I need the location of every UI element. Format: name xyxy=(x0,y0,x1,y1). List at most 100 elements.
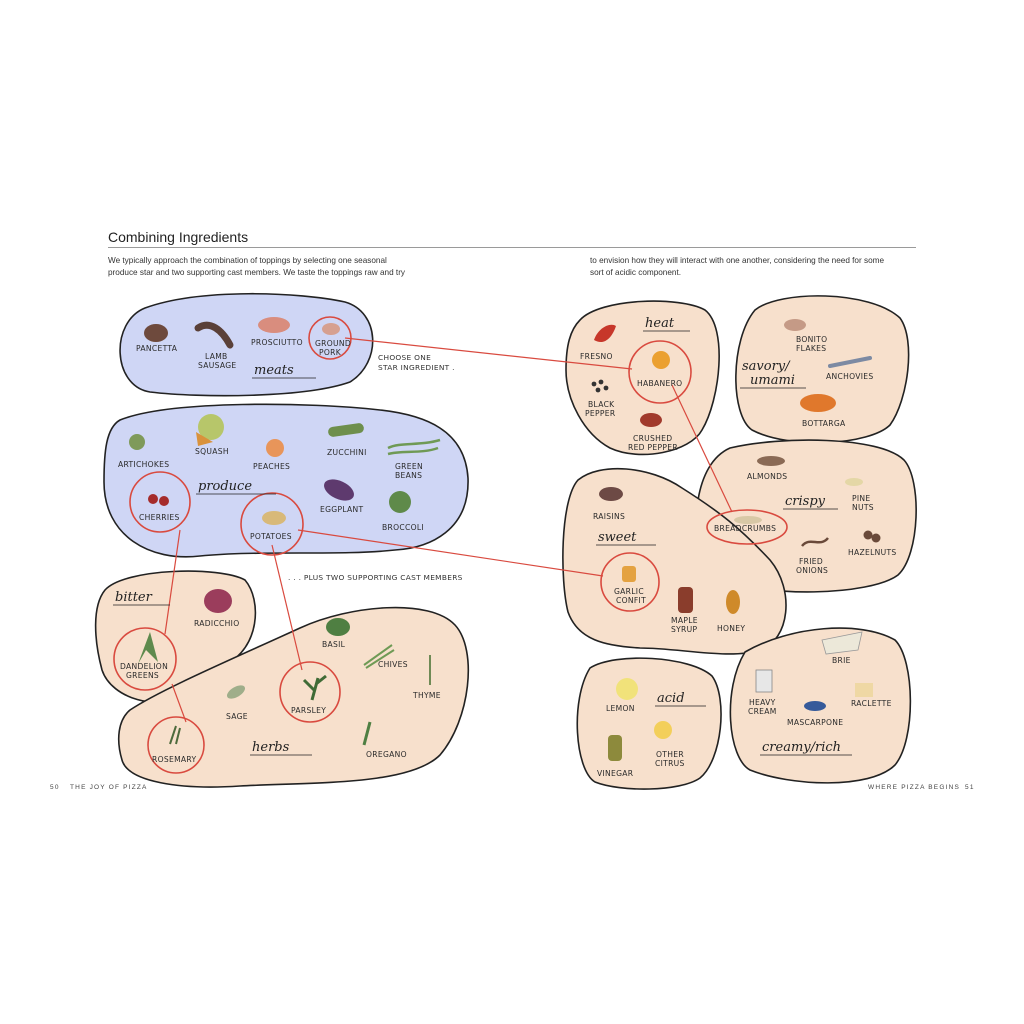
label-raclette: RACLETTE xyxy=(851,699,892,708)
label-fried-onions-1: FRIED xyxy=(799,557,823,566)
maple-syrup-icon xyxy=(678,587,693,613)
label-dandelion-2: GREENS xyxy=(126,671,159,680)
label-bottarga: BOTTARGA xyxy=(802,419,846,428)
label-eggplant: EGGPLANT xyxy=(320,505,364,514)
label-pancetta: PANCETTA xyxy=(136,344,178,353)
label-other-citrus-2: CITRUS xyxy=(655,759,685,768)
label-habanero: HABANERO xyxy=(637,379,682,388)
sweet-title: sweet xyxy=(598,530,637,545)
label-prosciutto: PROSCIUTTO xyxy=(251,338,303,347)
label-bonito-1: BONITO xyxy=(796,335,827,344)
label-heavy-cream-1: HEAVY xyxy=(749,698,776,707)
lemon-icon xyxy=(616,678,638,700)
note-star-line1: CHOOSE ONE xyxy=(378,353,431,362)
label-cherries: CHERRIES xyxy=(139,513,180,522)
label-zucchini: ZUCCHINI xyxy=(327,448,367,457)
prosciutto-icon xyxy=(258,317,290,333)
label-green-beans-2: BEANS xyxy=(395,471,422,480)
bottarga-icon xyxy=(800,394,836,412)
creamy-title: creamy/rich xyxy=(762,740,841,755)
basil-icon xyxy=(326,618,350,636)
produce-title: produce xyxy=(198,479,252,494)
label-honey: HONEY xyxy=(717,624,745,633)
herbs-title: herbs xyxy=(252,740,290,755)
mascarpone-icon xyxy=(804,701,826,711)
label-bonito-2: FLAKES xyxy=(796,344,826,353)
heat-title: heat xyxy=(645,316,675,331)
garlic-confit-icon xyxy=(622,566,636,582)
label-heavy-cream-2: CREAM xyxy=(748,707,777,716)
bonito-flakes-icon xyxy=(784,319,806,331)
radicchio-icon xyxy=(204,589,232,613)
meats-title: meats xyxy=(254,363,294,378)
label-broccoli: BROCCOLI xyxy=(382,523,424,532)
savory-title-line1: savory/ xyxy=(742,359,791,374)
label-black-pepper-2: PEPPER xyxy=(585,409,616,418)
label-breadcrumbs: BREADCRUMBS xyxy=(714,524,776,533)
label-pine-nuts-2: NUTS xyxy=(852,503,874,512)
cherries-icon-a xyxy=(148,494,158,504)
crushed-red-pepper-icon xyxy=(640,413,662,427)
folio-right-chapter-title: WHERE PIZZA BEGINS xyxy=(868,784,960,791)
label-rosemary: ROSEMARY xyxy=(152,755,197,764)
raclette-icon xyxy=(855,683,873,697)
label-artichokes: ARTICHOKES xyxy=(118,460,169,469)
heat-group xyxy=(566,301,719,454)
honey-icon xyxy=(726,590,740,614)
label-garlic-1: GARLIC xyxy=(614,587,644,596)
label-almonds: ALMONDS xyxy=(747,472,787,481)
label-maple-2: SYRUP xyxy=(671,625,697,634)
label-basil: BASIL xyxy=(322,640,346,649)
folio-left-book-title: THE JOY OF PIZZA xyxy=(70,784,148,791)
folio-right-page-number: 51 xyxy=(965,784,975,791)
label-other-citrus-1: OTHER xyxy=(656,750,684,759)
ground-pork-icon xyxy=(322,323,340,335)
label-lemon: LEMON xyxy=(606,704,635,713)
other-citrus-icon xyxy=(654,721,672,739)
label-chives: CHIVES xyxy=(378,660,408,669)
label-anchovies: ANCHOVIES xyxy=(826,372,873,381)
raisins-icon xyxy=(599,487,623,501)
note-star-line2: STAR INGREDIENT . xyxy=(378,363,455,372)
label-sage: SAGE xyxy=(226,712,248,721)
savory-title-line2: umami xyxy=(750,373,795,388)
label-green-beans-1: GREEN xyxy=(395,462,423,471)
peaches-icon xyxy=(266,439,284,457)
bitter-title: bitter xyxy=(115,590,153,605)
label-thyme: THYME xyxy=(412,691,441,700)
artichokes-icon xyxy=(129,434,145,450)
label-maple-1: MAPLE xyxy=(671,616,698,625)
label-black-pepper-1: BLACK xyxy=(588,400,615,409)
label-mascarpone: MASCARPONE xyxy=(787,718,843,727)
label-crushed-1: CRUSHED xyxy=(633,434,672,443)
label-dandelion-1: DANDELION xyxy=(120,662,168,671)
label-garlic-2: CONFIT xyxy=(616,596,646,605)
pine-nuts-icon xyxy=(845,478,863,486)
almonds-icon xyxy=(757,456,785,466)
crispy-title: crispy xyxy=(785,494,826,509)
habanero-icon xyxy=(652,351,670,369)
potatoes-icon xyxy=(262,511,286,525)
label-pine-nuts-1: PINE xyxy=(852,494,871,503)
label-radicchio: RADICCHIO xyxy=(194,619,239,628)
label-crushed-2: RED PEPPER xyxy=(628,443,678,452)
label-lamb-sausage-2: SAUSAGE xyxy=(198,361,237,370)
label-ground-pork-1: GROUND xyxy=(315,339,351,348)
label-peaches: PEACHES xyxy=(253,462,290,471)
label-squash: SQUASH xyxy=(195,447,229,456)
heavy-cream-icon xyxy=(756,670,772,692)
broccoli-icon xyxy=(389,491,411,513)
label-fresno: FRESNO xyxy=(580,352,613,361)
label-parsley: PARSLEY xyxy=(291,706,326,715)
cherries-icon-b xyxy=(159,496,169,506)
acid-title: acid xyxy=(657,691,685,706)
label-vinegar: VINEGAR xyxy=(597,769,634,778)
label-hazelnuts: HAZELNUTS xyxy=(848,548,897,557)
label-oregano: OREGANO xyxy=(366,750,407,759)
folio-left-page-number: 50 xyxy=(50,784,60,791)
note-supporting-cast: . . . PLUS TWO SUPPORTING CAST MEMBERS xyxy=(288,573,463,582)
label-brie: BRIE xyxy=(832,656,851,665)
vinegar-icon xyxy=(608,735,622,761)
label-fried-onions-2: ONIONS xyxy=(796,566,828,575)
